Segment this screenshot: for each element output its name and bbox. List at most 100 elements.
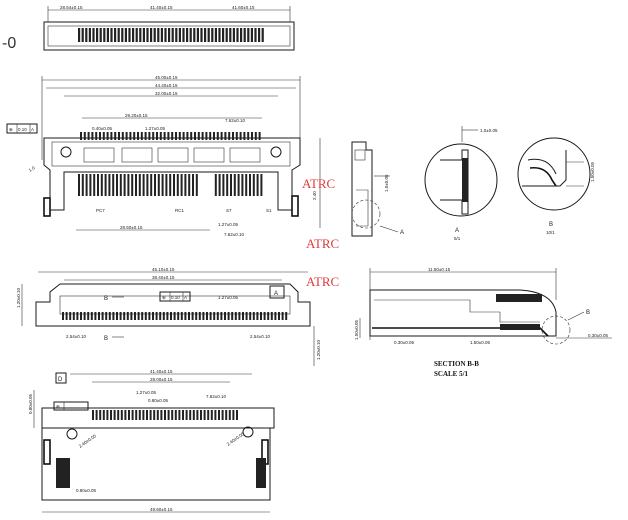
pin — [245, 174, 248, 196]
top-pin-row — [78, 28, 264, 42]
bottom-dim-tab: 0.80±0.05 — [76, 488, 96, 493]
top-view: 28.54±0.15 41.40±0.15 41.60±0.15 — [43, 5, 295, 51]
side-dim: 1.0±0.05 — [384, 174, 389, 192]
side-detail-label: A — [400, 230, 404, 236]
pin — [134, 312, 136, 320]
pin — [101, 312, 104, 320]
pin — [221, 410, 224, 420]
pin — [171, 28, 174, 42]
pin — [156, 410, 159, 420]
middle-dim-overall: 45.10±0.15 — [152, 267, 175, 272]
pin — [267, 312, 270, 320]
svg-text:⊕: ⊕ — [56, 404, 60, 409]
pin — [89, 174, 92, 196]
detail-a-view: 1.0±0.05 A 5/1 — [424, 126, 498, 241]
pin — [124, 28, 127, 42]
top-dim-0: 41.40±0.15 — [150, 5, 173, 10]
pin — [146, 174, 149, 196]
pin — [178, 410, 181, 420]
pin — [192, 174, 194, 196]
pin — [117, 28, 120, 42]
pin — [76, 312, 79, 320]
window — [83, 147, 115, 163]
front-window-row — [83, 147, 261, 163]
pin — [224, 312, 226, 320]
pin — [164, 28, 167, 42]
middle-datum-label: A — [274, 291, 278, 297]
pin — [95, 132, 98, 140]
pin — [110, 28, 113, 42]
pin — [236, 28, 239, 42]
pin — [232, 132, 234, 140]
pin — [138, 174, 141, 196]
pin — [110, 410, 112, 420]
pin — [214, 410, 217, 420]
pin — [150, 174, 153, 196]
pin — [250, 28, 253, 42]
pin — [203, 410, 206, 420]
pin — [119, 174, 122, 196]
pin — [247, 132, 250, 140]
pin — [193, 28, 196, 42]
pin — [146, 28, 149, 42]
pin — [204, 28, 207, 42]
pin — [196, 410, 199, 420]
pin — [160, 410, 163, 420]
section-scale: SCALE 5/1 — [434, 370, 469, 378]
window — [193, 147, 225, 163]
pin — [119, 312, 122, 320]
pin — [106, 132, 109, 140]
pin — [98, 312, 100, 320]
pin — [114, 28, 117, 42]
pin — [164, 410, 166, 420]
pin — [258, 28, 261, 42]
pin — [81, 174, 84, 196]
pin — [99, 28, 102, 42]
bottom-datum-label: D — [58, 377, 63, 383]
pin — [211, 28, 214, 42]
pin — [116, 174, 118, 196]
pin — [114, 132, 117, 140]
section-dim-offset: 1.50±0.05 — [470, 340, 490, 345]
pin — [170, 312, 172, 320]
front-dim-pin: 0.40±0.05 — [92, 126, 112, 131]
pin — [256, 312, 259, 320]
pin — [243, 28, 246, 42]
pin — [150, 28, 153, 42]
pin — [153, 410, 156, 420]
pin — [218, 28, 221, 42]
pin — [237, 174, 240, 196]
pin — [102, 410, 105, 420]
bottom-pin-row — [92, 410, 238, 420]
pin — [227, 312, 230, 320]
pin — [232, 28, 235, 42]
pin — [149, 410, 152, 420]
pin — [249, 174, 251, 196]
pin — [88, 28, 91, 42]
pin — [180, 312, 183, 320]
pin — [128, 28, 131, 42]
detail-a-label: A — [455, 228, 459, 234]
section-title: SECTION B-B — [434, 360, 479, 368]
front-dim-bottom-pitch: 1.27±0.05 — [218, 222, 238, 227]
pin — [106, 28, 109, 42]
front-dim-pitch-2: 1.27±0.05 — [145, 126, 165, 131]
pin — [112, 312, 115, 320]
pin — [243, 132, 246, 140]
pin — [174, 410, 177, 420]
pin — [228, 132, 231, 140]
pin — [123, 312, 126, 320]
pin — [131, 410, 134, 420]
pin — [152, 312, 154, 320]
pin — [81, 28, 84, 42]
pin — [126, 312, 129, 320]
pin — [121, 28, 124, 42]
bottom-dim-group: 7.62±0.10 — [206, 394, 226, 399]
bottom-dim-inner: 28.00±0.15 — [150, 377, 173, 382]
pin — [140, 132, 143, 140]
pin — [200, 28, 203, 42]
pin — [118, 132, 120, 140]
pin — [78, 174, 80, 196]
pin — [206, 312, 208, 320]
pin — [156, 132, 158, 140]
